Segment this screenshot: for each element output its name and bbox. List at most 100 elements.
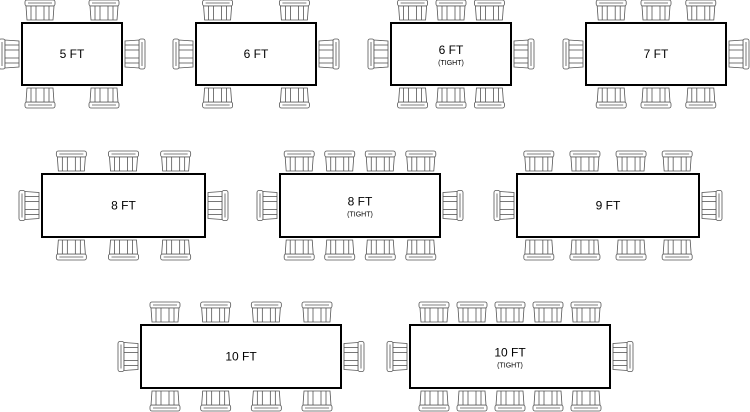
table-top (409, 324, 611, 389)
table-top (140, 324, 342, 389)
table-size-label: 6 FT (244, 47, 269, 61)
chair-left-end (0, 38, 20, 70)
table-top (585, 22, 727, 86)
table-top (195, 22, 317, 86)
chair-top (640, 0, 672, 21)
table-5ft: 5 FT (0, 0, 146, 109)
table-9ft: 9 FT (493, 150, 723, 261)
table-10ft-tight: 10 FT (TIGHT) (386, 301, 634, 412)
chair-bottom (55, 239, 87, 261)
table-6ft-tight: 6 FT (TIGHT) (367, 0, 535, 109)
chair-top (301, 301, 333, 323)
chair-bottom (88, 87, 120, 109)
chair-bottom (324, 239, 356, 261)
table-top (516, 173, 700, 238)
chair-bottom (24, 87, 56, 109)
chair-top (200, 301, 232, 323)
chair-bottom (569, 239, 601, 261)
chair-bottom (364, 239, 396, 261)
chair-left-end (18, 190, 40, 221)
chair-left-end (386, 341, 408, 372)
chair-bottom (397, 87, 429, 109)
table-10ft: 10 FT (117, 301, 365, 412)
chair-bottom (435, 87, 467, 109)
table-size-label: 10 FT (225, 350, 257, 364)
chair-top (595, 0, 627, 21)
chair-bottom (640, 87, 672, 109)
table-size-label: 5 FT (60, 47, 85, 61)
table-size-label: 9 FT (596, 199, 621, 213)
table-size-label: 8 FT (348, 195, 373, 209)
chair-bottom (685, 87, 717, 109)
chair-top (569, 150, 601, 172)
chair-bottom (532, 390, 564, 412)
chair-top (456, 301, 488, 323)
chair-top (435, 0, 467, 21)
chair-top (474, 0, 505, 21)
table-size-label: 8 FT (111, 199, 136, 213)
chair-top (685, 0, 717, 21)
chair-left-end (256, 190, 278, 221)
chair-top (570, 301, 602, 323)
table-size-label: 6 FT (439, 43, 464, 57)
table-top (279, 173, 441, 238)
chair-right-end (124, 38, 146, 70)
chair-top (108, 150, 139, 172)
chair-top (405, 150, 437, 172)
chair-right-end (513, 38, 535, 70)
chair-right-end (612, 341, 634, 372)
chair-top (283, 150, 315, 172)
table-8ft-tight: 8 FT (TIGHT) (256, 150, 464, 261)
chair-bottom (200, 390, 232, 412)
chair-left-end (493, 190, 515, 221)
chair-right-end (728, 38, 750, 70)
chair-bottom (250, 390, 282, 412)
chair-bottom (278, 87, 310, 109)
table-top (41, 173, 206, 238)
table-top (390, 22, 512, 86)
chair-top (324, 150, 356, 172)
table-6ft: 6 FT (172, 0, 340, 109)
chair-top (202, 0, 233, 21)
chair-right-end (442, 190, 464, 221)
chair-top (250, 301, 282, 323)
chair-top (160, 150, 192, 172)
chair-bottom (523, 239, 555, 261)
chair-top (523, 150, 555, 172)
chair-top (55, 150, 87, 172)
chair-bottom (405, 239, 437, 261)
chair-bottom (108, 239, 139, 261)
chair-left-end (562, 38, 584, 70)
table-7ft: 7 FT (562, 0, 750, 109)
chair-left-end (117, 341, 139, 372)
chair-top (88, 0, 120, 21)
chair-bottom (615, 239, 647, 261)
table-top (21, 22, 123, 86)
chair-top (149, 301, 181, 323)
chair-left-end (367, 38, 389, 70)
chair-bottom (570, 390, 602, 412)
table-tight-note: (TIGHT) (347, 212, 373, 219)
table-tight-note: (TIGHT) (438, 60, 464, 67)
chair-bottom (661, 239, 693, 261)
chair-top (279, 0, 310, 21)
chair-bottom (202, 87, 234, 109)
chair-right-end (701, 190, 723, 221)
chair-bottom (160, 239, 192, 261)
chair-top (532, 301, 564, 323)
chair-bottom (283, 239, 315, 261)
chair-top (615, 150, 647, 172)
chair-top (24, 0, 56, 21)
chair-top (661, 150, 693, 172)
chair-bottom (456, 390, 488, 412)
chair-top (397, 0, 428, 21)
chair-bottom (418, 390, 450, 412)
table-tight-note: (TIGHT) (497, 363, 523, 370)
table-8ft: 8 FT (18, 150, 229, 261)
chair-bottom (494, 390, 526, 412)
chair-right-end (343, 341, 365, 372)
chair-left-end (172, 38, 194, 70)
table-size-label: 10 FT (494, 346, 526, 360)
